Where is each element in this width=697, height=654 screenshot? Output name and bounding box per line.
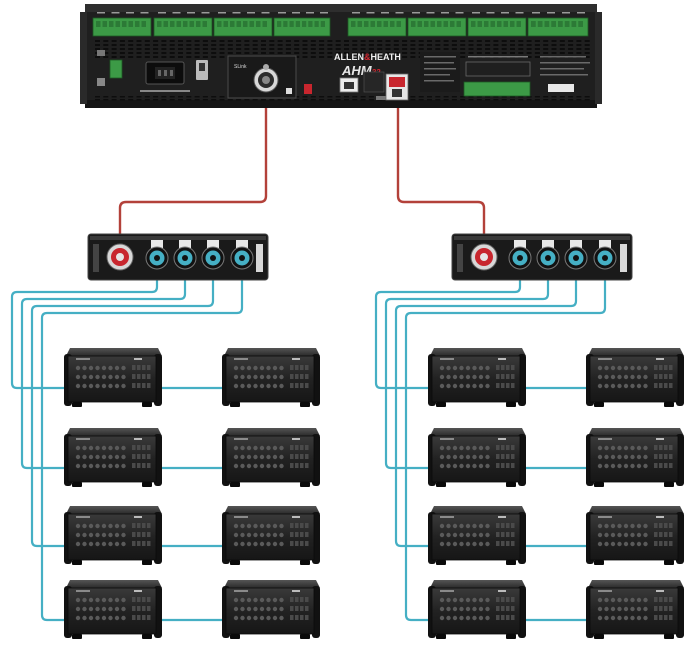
stagebox: [222, 348, 320, 407]
hub-input-port[interactable]: [106, 243, 134, 271]
stagebox: [428, 348, 526, 407]
slink-cable: [396, 84, 486, 259]
stagebox: [586, 348, 684, 407]
slink-hubs: [87, 233, 633, 281]
rack-secondary-port[interactable]: [385, 73, 409, 101]
stageboxes: [64, 348, 684, 639]
brand-ampersand: &: [364, 52, 371, 62]
stagebox: [64, 580, 162, 639]
hub-output-port-4[interactable]: [593, 240, 617, 270]
ahm-rack-unit: SLink ALLEN&HEATH AHM32: [80, 4, 602, 108]
stagebox: [64, 348, 162, 407]
hub-output-port-3[interactable]: [564, 240, 588, 270]
hub-output-port-2[interactable]: [536, 240, 560, 270]
stagebox: [586, 580, 684, 639]
output-cable: [394, 268, 578, 548]
stagebox: [64, 506, 162, 565]
stagebox: [428, 428, 526, 487]
stagebox: [428, 580, 526, 639]
brand-allen: ALLEN: [334, 52, 364, 62]
svg-text:ALLEN&HEATH: ALLEN&HEATH: [334, 52, 401, 62]
slink-port-label: SLink: [234, 64, 247, 70]
power-inlet-section: [97, 50, 208, 92]
hub-input-port[interactable]: [470, 243, 498, 271]
hub-output-port-2[interactable]: [173, 240, 197, 270]
output-cable: [20, 268, 187, 470]
brand-heath: HEATH: [371, 52, 401, 62]
hub-output-port-1[interactable]: [508, 240, 532, 270]
slink-cable: [118, 78, 268, 259]
stagebox: [64, 428, 162, 487]
stagebox: [428, 506, 526, 565]
stagebox: [586, 428, 684, 487]
phoenix-terminal-blocks: [92, 12, 589, 37]
output-cable: [40, 268, 244, 622]
hub-output-port-4[interactable]: [230, 240, 254, 270]
output-cable: [30, 268, 215, 548]
slink-cables: [118, 78, 486, 259]
rack-slink-port[interactable]: SLink: [227, 55, 312, 99]
output-cable: [404, 268, 607, 622]
stagebox: [222, 506, 320, 565]
output-cable: [374, 268, 522, 390]
hub-output-port-1[interactable]: [145, 240, 169, 270]
slink-hub-left: [87, 233, 269, 281]
stagebox: [222, 428, 320, 487]
hub-output-port-3[interactable]: [201, 240, 225, 270]
stagebox: [586, 506, 684, 565]
stagebox: [222, 580, 320, 639]
output-cables: [10, 268, 607, 622]
output-cable: [10, 268, 159, 390]
output-cable: [384, 268, 550, 470]
gpio-area: [420, 52, 590, 97]
brand-panel: ALLEN&HEATH AHM32: [334, 52, 401, 100]
slink-hub-right: [451, 233, 633, 281]
